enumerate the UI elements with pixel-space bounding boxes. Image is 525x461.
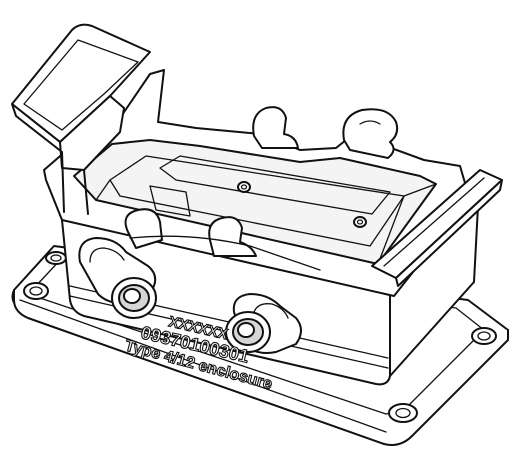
right-locking-pin	[225, 311, 271, 353]
right-end-strip	[371, 169, 503, 287]
front-catch-peg	[124, 208, 257, 257]
rear-latch-peg	[252, 106, 299, 149]
rear-hook	[342, 108, 399, 159]
inner-screw-boss-1	[237, 181, 251, 193]
inner-screw-boss-2	[353, 216, 367, 228]
mounting-hole-left-rear	[45, 251, 67, 265]
mounting-hole-right-front	[388, 403, 418, 423]
mounting-hole-left-front	[23, 282, 49, 300]
left-locking-pin	[111, 277, 157, 319]
mounting-hole-right-rear	[471, 327, 497, 345]
locking-lever	[11, 23, 151, 215]
